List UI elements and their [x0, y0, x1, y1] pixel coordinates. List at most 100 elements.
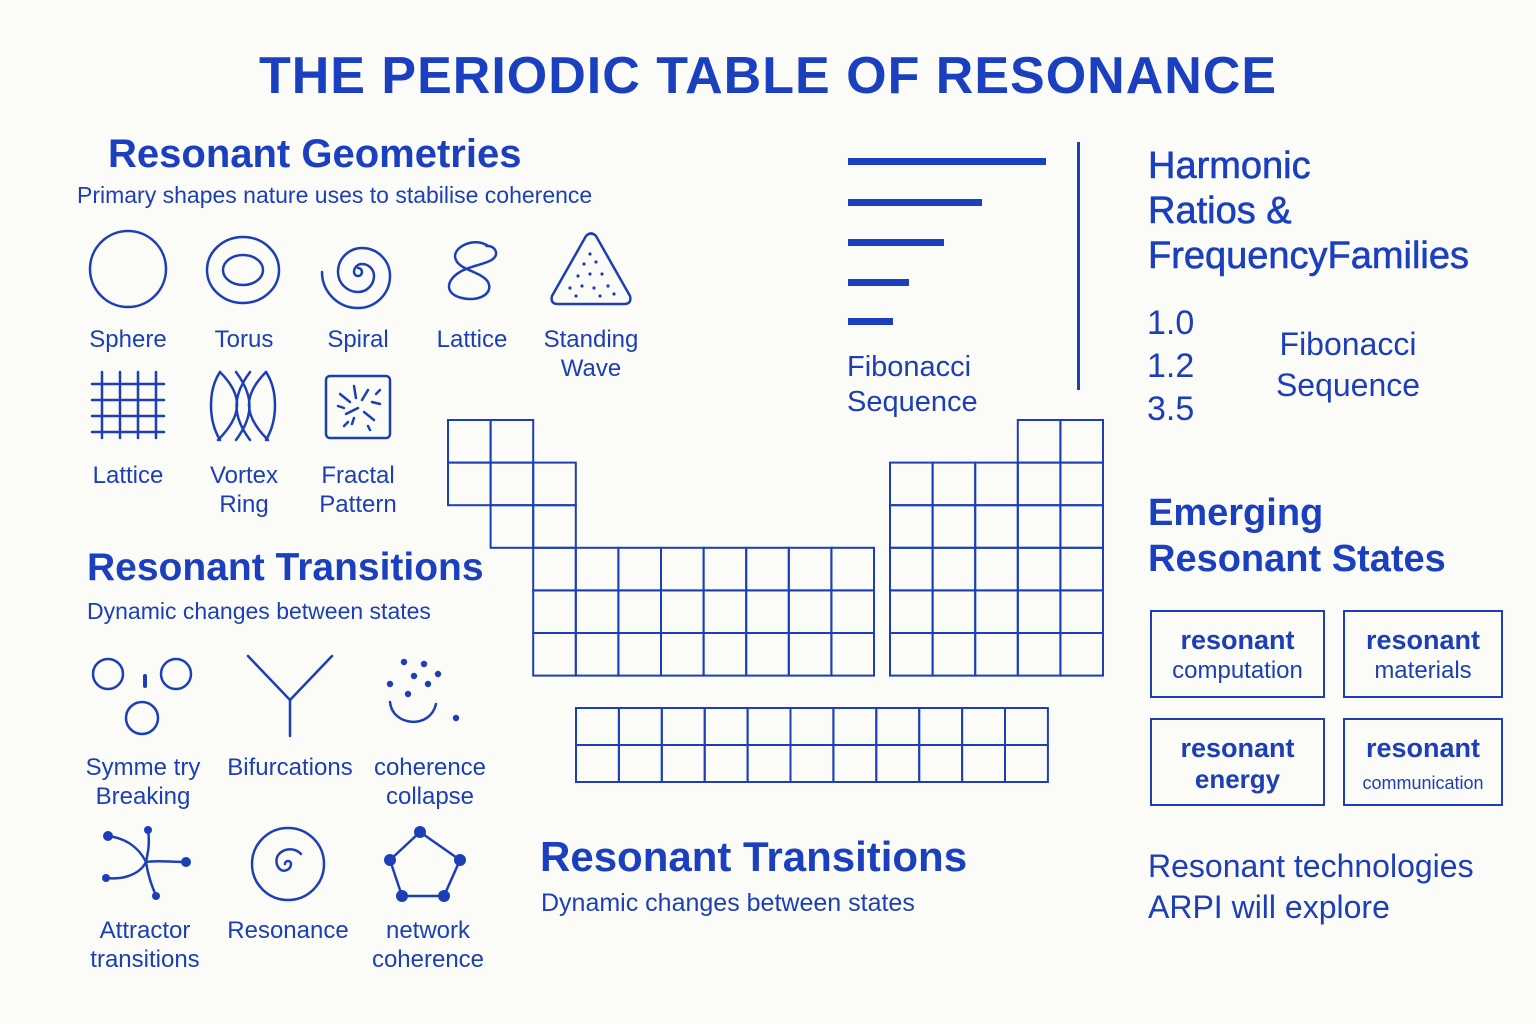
table-cell — [889, 589, 934, 635]
table-cell — [703, 707, 749, 746]
table-cell — [745, 632, 790, 677]
table-cell — [702, 546, 748, 592]
table-cell — [931, 546, 977, 592]
geometry-label-sphere: Sphere — [89, 326, 167, 353]
table-cell — [660, 589, 705, 635]
table-cell — [1016, 546, 1062, 592]
table-cell — [617, 546, 663, 592]
divider — [1077, 142, 1080, 390]
table-cell — [875, 744, 921, 783]
table-cell — [830, 589, 876, 635]
table-cell — [617, 744, 663, 783]
table-cell — [1059, 461, 1105, 507]
geometry-label-torus: Torus — [214, 326, 274, 353]
ratio-value: 1.2 — [1147, 347, 1195, 385]
page-title: THE PERIODIC TABLE OF RESONANCE — [258, 47, 1278, 105]
table-cell — [787, 632, 833, 677]
geometry-label-spiral: Spiral — [327, 326, 389, 353]
table-cell — [532, 504, 577, 549]
bottom-transitions-heading: Resonant Transitions — [540, 833, 968, 880]
table-cell — [1016, 419, 1062, 464]
transitions-heading: Resonant Transitions — [87, 546, 484, 589]
table-cell — [787, 589, 833, 635]
fractal-pattern-icon — [324, 374, 392, 440]
table-cell — [1059, 589, 1105, 635]
table-cell — [746, 744, 792, 783]
sphere-icon — [88, 229, 168, 309]
fibonacci-bar — [848, 199, 982, 206]
table-cell — [974, 504, 1019, 549]
table-cell — [489, 461, 535, 507]
table-cell — [789, 744, 835, 783]
table-cell — [918, 707, 964, 746]
bifurcation-icon — [246, 654, 334, 738]
table-cell — [702, 632, 748, 677]
table-cell — [931, 504, 977, 549]
table-cell — [789, 707, 835, 746]
standing-wave-icon — [550, 232, 632, 306]
table-cell — [961, 744, 1006, 783]
table-cell — [575, 707, 620, 746]
vortex-ring-icon — [209, 370, 277, 442]
table-cell — [918, 744, 964, 783]
table-cell — [1059, 419, 1105, 464]
geometry-label-lattice-grid: Lattice — [92, 462, 164, 489]
table-cell — [702, 589, 748, 635]
table-cell — [931, 589, 977, 635]
table-cell — [830, 546, 876, 592]
table-cell — [787, 546, 833, 592]
table-cell — [974, 546, 1019, 592]
table-cell — [660, 632, 705, 677]
table-cell — [832, 707, 878, 746]
table-cell — [617, 632, 663, 677]
network-icon — [384, 826, 466, 902]
transition-label-bifurcations: Bifurcations — [227, 754, 353, 781]
table-cell — [1016, 504, 1062, 549]
geometries-subtitle: Primary shapes nature uses to stabilise … — [77, 182, 593, 208]
table-cell — [889, 504, 934, 549]
table-cell — [617, 589, 663, 635]
table-cell — [1016, 589, 1062, 635]
geometry-label-lattice: Lattice — [436, 326, 508, 353]
table-cell — [961, 707, 1006, 746]
table-cell — [745, 546, 790, 592]
ratio-value: 1.0 — [1147, 304, 1195, 342]
table-cell — [574, 589, 620, 635]
table-cell — [575, 744, 620, 783]
table-cell — [830, 632, 876, 677]
table-cell — [532, 461, 577, 507]
table-cell — [875, 707, 921, 746]
geometries-heading: Resonant Geometries — [108, 132, 522, 176]
bottom-transitions-subtitle: Dynamic changes between states — [541, 889, 915, 917]
table-cell — [889, 632, 934, 677]
table-cell — [746, 707, 792, 746]
table-cell — [1004, 707, 1049, 746]
table-cell — [832, 744, 878, 783]
fibonacci-bar — [848, 279, 909, 286]
lattice-grid-icon — [90, 370, 166, 440]
torus-icon — [205, 235, 281, 305]
lattice-loop-icon — [447, 241, 498, 301]
table-cell — [974, 589, 1019, 635]
table-cell — [703, 744, 749, 783]
ratio-value: 3.5 — [1147, 390, 1195, 428]
fibonacci-bar — [848, 158, 1046, 165]
table-cell — [931, 632, 977, 677]
table-cell — [889, 461, 934, 507]
table-cell — [617, 707, 663, 746]
table-cell — [532, 546, 577, 592]
table-cell — [660, 546, 705, 592]
table-cell — [889, 546, 934, 592]
table-cell — [1059, 504, 1105, 549]
